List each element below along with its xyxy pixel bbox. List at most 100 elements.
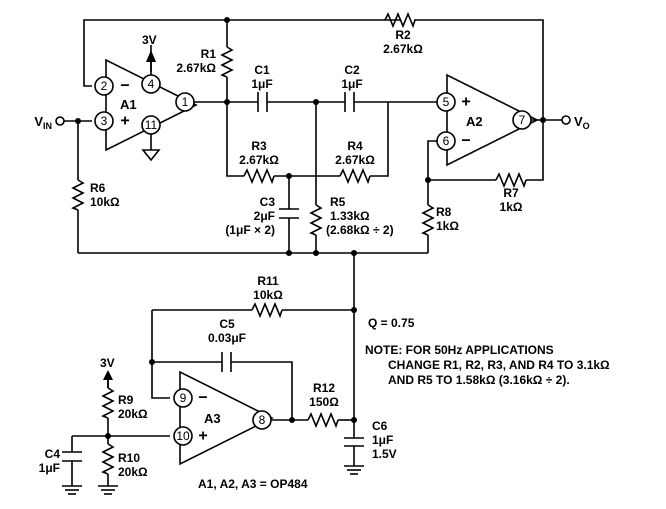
c5-ref: C5 xyxy=(219,317,235,331)
opamp-part-label: A1, A2, A3 = OP484 xyxy=(198,477,308,491)
c5-value: 0.03μF xyxy=(208,331,246,345)
r12-value: 150Ω xyxy=(309,395,339,409)
r2-resistor xyxy=(384,11,416,29)
r5-note: (2.68kΩ ÷ 2) xyxy=(326,223,394,237)
pin-circles xyxy=(94,74,532,446)
a1-pin-vminus: 11 xyxy=(145,118,158,132)
r7-resistor xyxy=(495,171,527,189)
a2-pin-out: 7 xyxy=(519,113,526,127)
a3-minus-sign: − xyxy=(198,390,207,407)
r1-ref: R1 xyxy=(201,47,217,61)
r8-ref: R8 xyxy=(436,205,452,219)
a2-plus-sign: + xyxy=(461,94,470,111)
r3-resistor xyxy=(243,167,275,185)
r2-ref: R2 xyxy=(395,28,411,42)
wiring xyxy=(64,19,562,486)
r9-resistor xyxy=(101,387,115,419)
r8-value: 1kΩ xyxy=(436,219,459,233)
r4-value: 2.67kΩ xyxy=(335,153,375,167)
supply-arrow-a3 xyxy=(103,370,113,388)
c2-capacitor xyxy=(344,92,355,112)
r11-ref: R11 xyxy=(257,274,279,288)
c2-value: 1μF xyxy=(341,77,362,91)
a2-minus-sign: − xyxy=(461,133,470,150)
ground-symbol-r10 xyxy=(98,485,118,495)
r11-value: 10kΩ xyxy=(253,288,283,302)
ground-symbol-a1 xyxy=(141,149,161,162)
r9-value: 20kΩ xyxy=(118,407,148,421)
a1-minus-sign: − xyxy=(120,78,129,95)
r6-ref: R6 xyxy=(90,181,106,195)
r10-resistor xyxy=(101,443,115,475)
vin-label: VIN xyxy=(34,114,52,131)
r10-value: 20kΩ xyxy=(118,465,148,479)
r6-value: 10kΩ xyxy=(90,195,120,209)
ground-symbol-c6 xyxy=(344,465,364,475)
r1-value: 2.67kΩ xyxy=(176,61,216,75)
c1-ref: C1 xyxy=(254,63,270,77)
c4-ref: C4 xyxy=(45,447,61,461)
a1-pin-out: 1 xyxy=(182,95,189,109)
r10-ref: R10 xyxy=(118,451,140,465)
a1-label: A1 xyxy=(120,97,137,112)
q-value-label: Q = 0.75 xyxy=(368,316,415,330)
r5-ref: R5 xyxy=(330,195,346,209)
a3-label: A3 xyxy=(204,411,221,426)
a1-plus-sign: + xyxy=(120,113,129,130)
a3-pin-inv: 9 xyxy=(180,391,187,405)
r1-resistor xyxy=(220,46,234,78)
c3-capacitor xyxy=(279,208,299,219)
supply-arrow-a1 xyxy=(146,50,156,75)
vin-terminal xyxy=(55,116,65,126)
a3-pin-noninv: 10 xyxy=(176,429,190,443)
c4-capacitor xyxy=(62,451,82,462)
a2-pin-inv: 6 xyxy=(443,134,450,148)
a1-supply-label: 3V xyxy=(142,33,157,47)
a3-plus-sign: + xyxy=(198,428,207,445)
r3-value: 2.67kΩ xyxy=(239,153,279,167)
r6-resistor xyxy=(71,179,85,211)
r7-value: 1kΩ xyxy=(500,200,523,214)
a3-pin-out: 8 xyxy=(259,413,266,427)
r12-ref: R12 xyxy=(313,381,335,395)
vo-terminal xyxy=(561,115,571,125)
note-line-2: CHANGE R1, R2, R3, AND R4 TO 3.1kΩ xyxy=(388,358,610,372)
c3-note: (1μF × 2) xyxy=(225,223,275,237)
a1-pin-inv: 2 xyxy=(101,79,108,93)
a3-opamp xyxy=(179,370,274,466)
r5-resistor xyxy=(309,204,323,236)
a2-opamp xyxy=(446,73,539,167)
c6-value: 1μF xyxy=(372,433,393,447)
r4-resistor xyxy=(339,167,371,185)
r5-value: 1.33kΩ xyxy=(330,209,370,223)
r11-resistor xyxy=(251,301,283,319)
a1-pin-vplus: 4 xyxy=(148,77,155,91)
c3-value: 2μF xyxy=(254,209,275,223)
c5-capacitor xyxy=(221,352,232,372)
a2-pin-noninv: 5 xyxy=(443,95,450,109)
c3-ref: C3 xyxy=(260,195,276,209)
a2-label: A2 xyxy=(466,114,483,129)
r4-ref: R4 xyxy=(347,139,363,153)
ground-symbol-c4 xyxy=(62,485,82,495)
r3-ref: R3 xyxy=(251,139,267,153)
r2-value: 2.67kΩ xyxy=(383,42,423,56)
c1-value: 1μF xyxy=(251,77,272,91)
r12-resistor xyxy=(307,411,339,429)
c1-capacitor xyxy=(257,92,268,112)
c6-voltage: 1.5V xyxy=(372,447,397,461)
c4-value: 1μF xyxy=(39,461,60,475)
r8-resistor xyxy=(421,204,435,236)
vo-label: VO xyxy=(574,114,590,131)
note-line-3: AND R5 TO 1.58kΩ (3.16kΩ ÷ 2). xyxy=(388,373,570,387)
a1-pin-noninv: 3 xyxy=(101,114,108,128)
c6-capacitor xyxy=(344,437,364,447)
r7-ref: R7 xyxy=(503,186,519,200)
c6-ref: C6 xyxy=(372,419,388,433)
a3-supply-label: 3V xyxy=(100,356,115,370)
junction-dots xyxy=(75,17,546,439)
c2-ref: C2 xyxy=(344,63,360,77)
r9-ref: R9 xyxy=(118,393,134,407)
note-line-1: NOTE: FOR 50Hz APPLICATIONS xyxy=(365,343,554,357)
